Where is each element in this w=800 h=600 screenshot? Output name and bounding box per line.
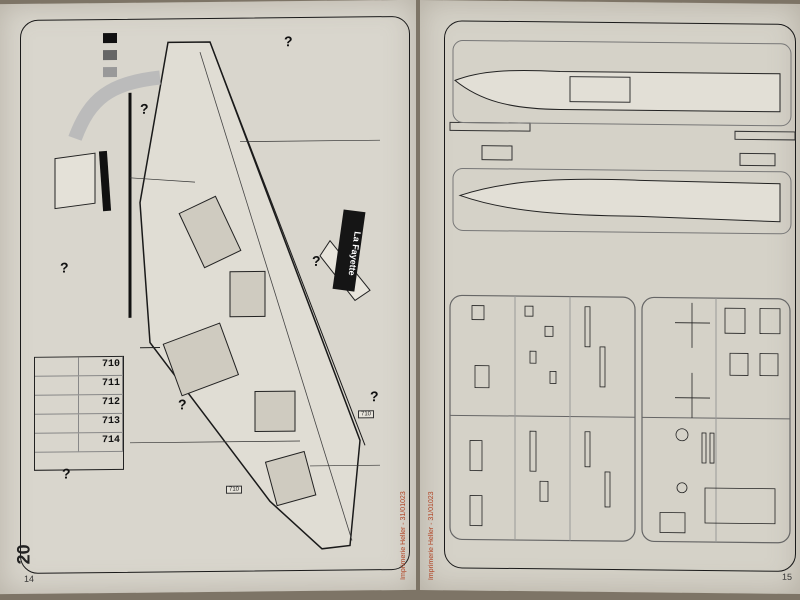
color-table-row: 711 <box>35 375 123 396</box>
right-page: 15 Imprimerie Heller - 31/01023 <box>420 0 800 594</box>
callout-code: 710 <box>358 410 375 419</box>
color-code: 710 <box>101 358 120 371</box>
question-mark: ? <box>62 465 71 482</box>
spine-print-right: Imprimerie Heller - 31/01023 <box>428 491 435 581</box>
sprue-diagram <box>449 39 796 544</box>
color-code: 711 <box>101 377 120 390</box>
color-table-row: 713 <box>35 413 123 434</box>
question-mark: ? <box>370 388 379 405</box>
question-mark: ? <box>178 396 187 413</box>
page-number-left: 14 <box>24 573 35 584</box>
spine-print-left: Imprimerie Heller - 31/01023 <box>400 491 407 580</box>
color-table-row: 712 <box>35 394 123 415</box>
ship-assembly-drawing <box>54 32 380 550</box>
color-code: 714 <box>101 434 120 447</box>
question-mark: ? <box>284 33 293 50</box>
left-page: 710 711 712 713 714 ? ? ? ? ? ? ? 710 71… <box>0 0 416 595</box>
color-code: 712 <box>101 396 120 409</box>
brand-logo: 20 <box>13 544 34 565</box>
color-table-row: 710 <box>35 356 123 377</box>
question-mark: ? <box>60 259 69 276</box>
page-number-right: 15 <box>782 571 793 582</box>
color-table-row: 714 <box>35 432 123 453</box>
callout-code: 710 <box>226 485 243 494</box>
question-mark: ? <box>140 100 149 117</box>
color-code: 713 <box>101 415 120 428</box>
color-table: 710 711 712 713 714 <box>34 355 124 471</box>
question-mark: ? <box>312 252 321 269</box>
